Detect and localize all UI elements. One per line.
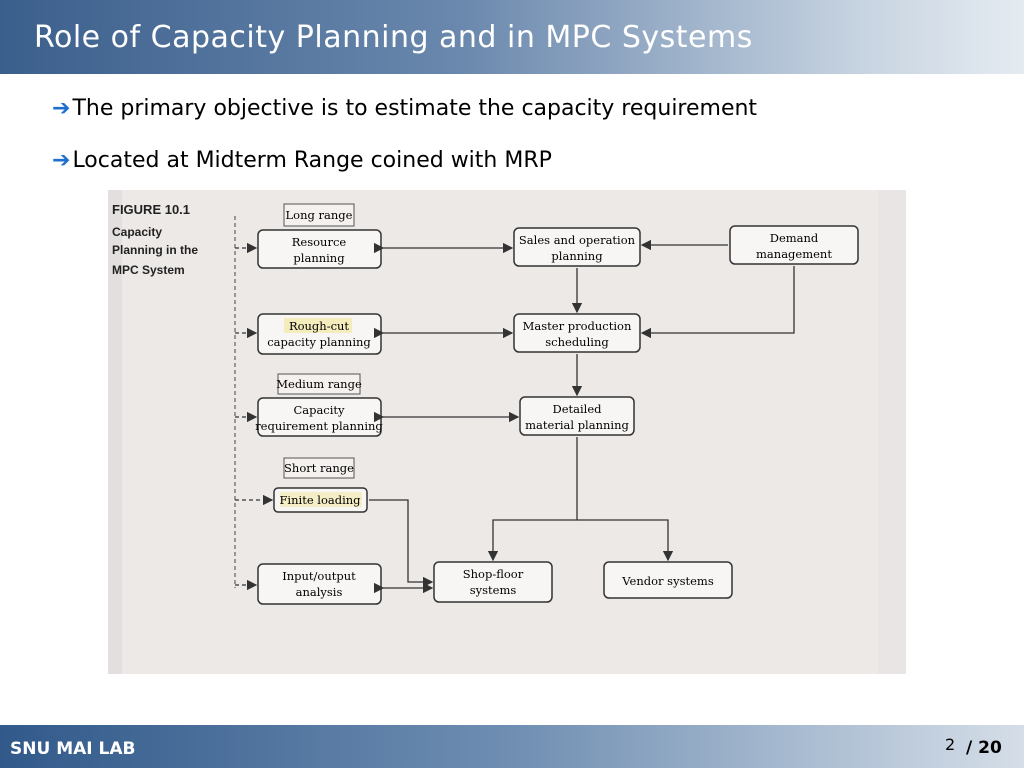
figure-caption-number: FIGURE 10.1 xyxy=(112,202,190,217)
svg-text:material planning: material planning xyxy=(525,418,629,432)
svg-text:Long range: Long range xyxy=(286,208,353,222)
page-number: 2 xyxy=(945,735,955,754)
figure-scan: FIGURE 10.1 Capacity Planning in the MPC… xyxy=(108,190,906,674)
box-demand-management: Demand management xyxy=(730,226,858,264)
box-rough-cut-capacity-planning: Rough-cut capacity planning xyxy=(258,314,381,354)
svg-text:Medium range: Medium range xyxy=(276,377,362,391)
bullet-item: ➔The primary objective is to estimate th… xyxy=(52,96,757,121)
range-label-short: Short range xyxy=(284,458,354,478)
range-label-long: Long range xyxy=(284,204,354,226)
box-vendor-systems: Vendor systems xyxy=(604,562,732,598)
svg-text:Short range: Short range xyxy=(284,461,354,475)
svg-text:capacity planning: capacity planning xyxy=(267,335,371,349)
svg-text:Master production: Master production xyxy=(523,319,632,333)
svg-text:Finite loading: Finite loading xyxy=(279,493,361,507)
svg-text:systems: systems xyxy=(470,583,517,597)
figure-caption-line: Planning in the xyxy=(112,243,198,257)
page-total: / 20 xyxy=(966,738,1002,758)
figure-caption-line: Capacity xyxy=(112,225,162,239)
svg-text:analysis: analysis xyxy=(296,585,343,599)
svg-text:Resource: Resource xyxy=(292,235,347,249)
svg-text:Vendor systems: Vendor systems xyxy=(621,574,714,588)
svg-text:Rough-cut: Rough-cut xyxy=(289,319,349,333)
svg-text:Detailed: Detailed xyxy=(552,402,602,416)
svg-text:management: management xyxy=(756,247,832,261)
box-sales-and-operation-planning: Sales and operation planning xyxy=(514,228,640,266)
svg-text:planning: planning xyxy=(551,249,603,263)
svg-text:scheduling: scheduling xyxy=(545,335,609,349)
box-detailed-material-planning: Detailed material planning xyxy=(520,397,634,435)
bullet-item: ➔Located at Midterm Range coined with MR… xyxy=(52,148,552,173)
svg-text:Input/output: Input/output xyxy=(282,569,356,583)
footer-bar: SNU MAI LAB 2 / 20 xyxy=(0,725,1024,768)
svg-text:requirement planning: requirement planning xyxy=(255,419,383,433)
svg-text:Sales and operation: Sales and operation xyxy=(519,233,636,247)
box-resource-planning: Resource planning xyxy=(258,230,381,268)
box-shop-floor-systems: Shop-floor systems xyxy=(434,562,552,602)
footer-lab-name: SNU MAI LAB xyxy=(10,739,135,759)
svg-text:planning: planning xyxy=(293,251,345,265)
box-input-output-analysis: Input/output analysis xyxy=(258,564,381,604)
box-finite-loading: Finite loading xyxy=(274,488,367,512)
bullet-text: Located at Midterm Range coined with MRP xyxy=(72,148,551,173)
title-bar: Role of Capacity Planning and in MPC Sys… xyxy=(0,0,1024,74)
arrow-bullet-icon: ➔ xyxy=(52,148,70,173)
capacity-planning-diagram: FIGURE 10.1 Capacity Planning in the MPC… xyxy=(108,190,906,674)
box-master-production-scheduling: Master production scheduling xyxy=(514,314,640,352)
svg-text:Demand: Demand xyxy=(770,231,819,245)
arrow-bullet-icon: ➔ xyxy=(52,96,70,121)
bullet-text: The primary objective is to estimate the… xyxy=(72,96,757,121)
figure-caption-line: MPC System xyxy=(112,263,185,277)
slide-title: Role of Capacity Planning and in MPC Sys… xyxy=(34,20,753,55)
svg-text:Capacity: Capacity xyxy=(293,403,345,417)
box-capacity-requirement-planning: Capacity requirement planning xyxy=(255,398,383,436)
range-label-medium: Medium range xyxy=(276,374,362,394)
svg-text:Shop-floor: Shop-floor xyxy=(463,567,524,581)
